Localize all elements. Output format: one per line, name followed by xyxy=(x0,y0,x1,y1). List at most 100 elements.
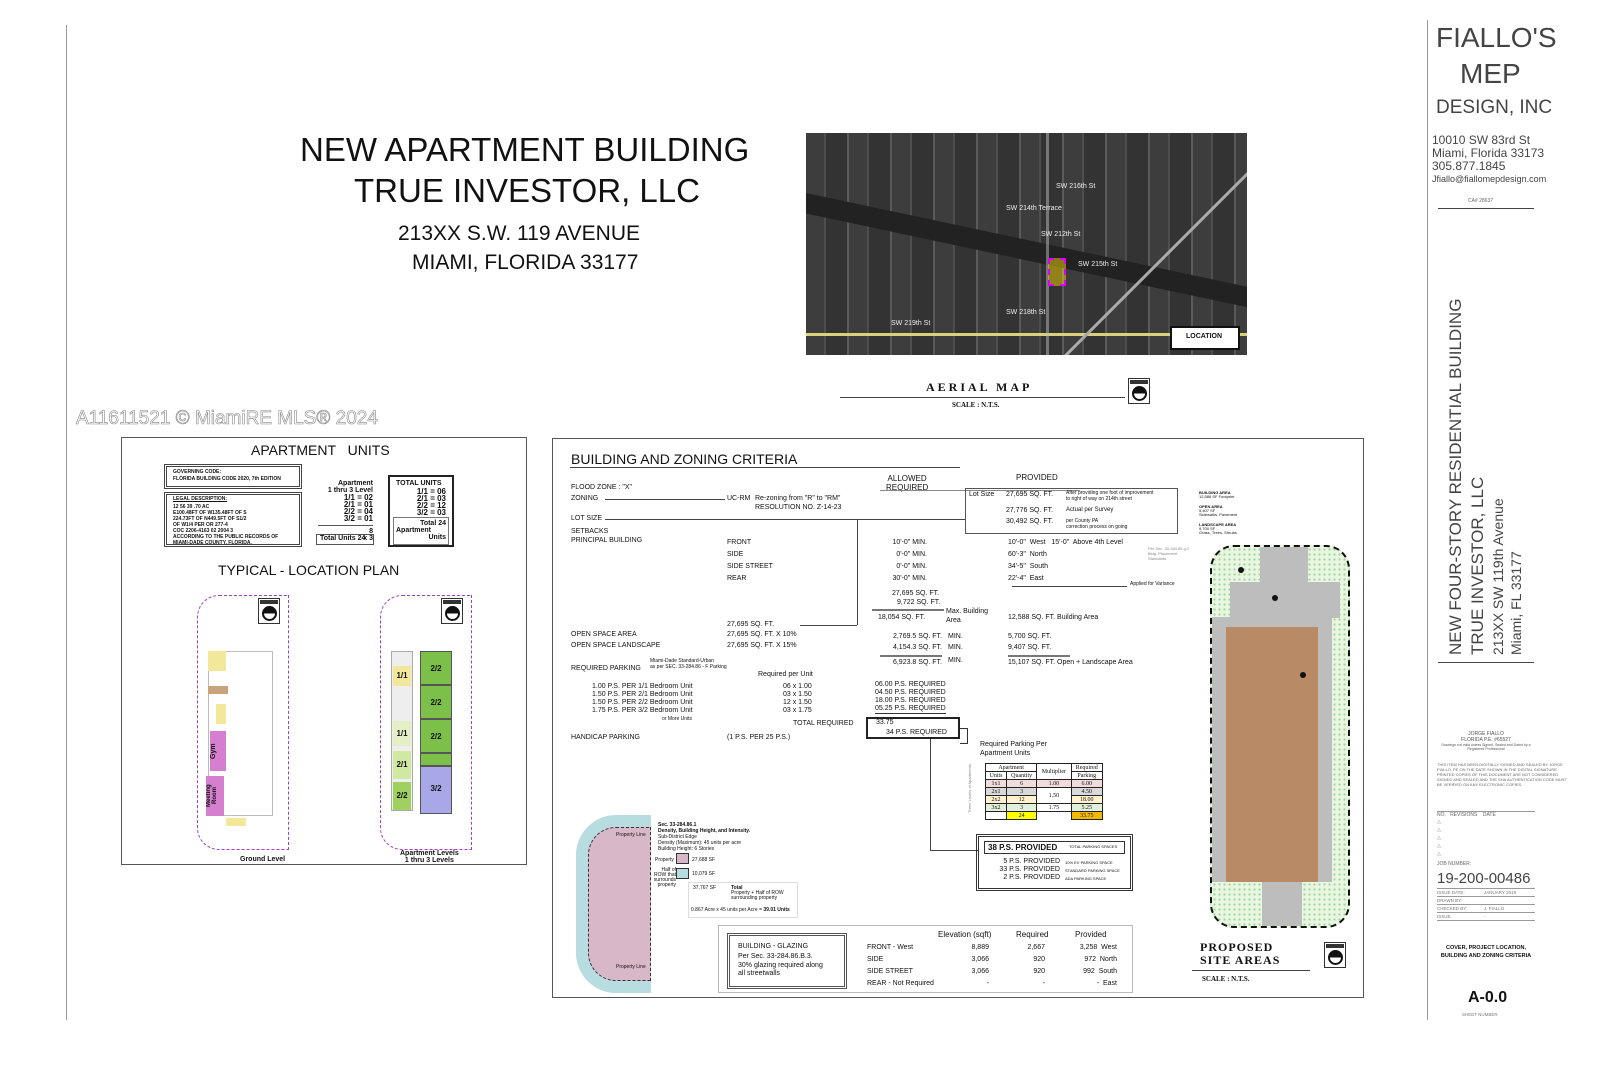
firm-name-2: MEP xyxy=(1460,58,1521,89)
principal-building-label: PRINCIPAL BUILDING xyxy=(571,537,643,544)
lot-size-label: LOT SIZE xyxy=(571,515,602,522)
parking-provided-box: 38 P.S. PROVIDED TOTAL PARKING SPACES 5 … xyxy=(976,834,1133,891)
divider xyxy=(880,490,1080,491)
north-arrow-icon xyxy=(258,598,280,624)
lot-size-box: Lot Size 27,695 SQ. FT. After providing … xyxy=(965,488,1178,534)
leader-line xyxy=(800,625,857,626)
gov-title: GOVERNING CODE: xyxy=(173,469,222,475)
street-label: SW 216th St xyxy=(1056,183,1096,190)
meeting-room: Meeting Room xyxy=(206,776,224,816)
signed-note: THIS ITEM HAS BEEN DIGITALLY SIGNED AND … xyxy=(1437,762,1567,787)
street-label: SW 212th St xyxy=(1041,231,1081,238)
street-label: SW 214th Terrace xyxy=(1006,205,1062,212)
sheet-number: A-0.0 xyxy=(1468,989,1508,1006)
leader-line xyxy=(1012,586,1127,587)
apartment-units-title: APARTMENT UNITS xyxy=(251,442,390,458)
flood-zone: FLOOD ZONE : "X" xyxy=(571,484,632,491)
min-labels: MIN.MIN.MIN. xyxy=(948,633,963,664)
north-arrow-icon xyxy=(1128,378,1150,404)
divider xyxy=(1438,662,1534,663)
aerial-scale: SCALE : N.T.S. xyxy=(952,401,1000,409)
required-per-unit-header: Required per Unit xyxy=(758,671,813,678)
criteria-title: BUILDING AND ZONING CRITERIA xyxy=(571,451,798,467)
provided-header: PROVIDED xyxy=(1016,473,1058,482)
row-value: 10,079 SF xyxy=(692,871,716,877)
open-space-landscape-label: OPEN SPACE LANDSCAPE xyxy=(571,642,661,649)
gym-room: Gym xyxy=(210,731,226,771)
street-label: SW 215th St xyxy=(1078,261,1118,268)
open-space-required: 2,769.5 SQ. FT.4,154.3 SQ. FT.6,923.8 SQ… xyxy=(880,631,942,668)
sheet-number-label: SHEET NUMBER xyxy=(1462,1012,1498,1017)
leader-line xyxy=(857,519,858,625)
open-space-area-label: OPEN SPACE AREA xyxy=(571,631,637,638)
divider xyxy=(1192,970,1310,971)
open-space-landscape-calc: 27,695 SQ. FT. X 15% xyxy=(727,642,797,649)
address-line-1: 213XX S.W. 119 AVENUE xyxy=(398,222,641,245)
firm-name: FIALLO'S xyxy=(1436,22,1557,53)
max-building-area: 18,054 SQ. FT. xyxy=(878,614,926,621)
project-info: NEW FOUR-STORY RESIDENTIAL BUILDING TRUE… xyxy=(1446,298,1524,655)
divider xyxy=(840,397,1125,398)
total-units-title: TOTAL UNITS xyxy=(396,480,442,487)
zoning-label: ZONING xyxy=(571,495,599,502)
ground-level-plan: Gym Meeting Room xyxy=(197,595,289,850)
total-required-label: TOTAL REQUIRED xyxy=(793,720,854,727)
apartment-units-panel xyxy=(121,437,527,865)
total-units-24: Total Units 24 xyxy=(316,534,374,545)
required-parking-label: REQUIRED PARKING xyxy=(571,665,641,672)
aerial-map-label: AERIAL MAP xyxy=(926,380,1033,394)
property-swatch xyxy=(676,853,689,864)
job-number: 19-200-00486 xyxy=(1437,870,1531,887)
divider xyxy=(570,467,960,468)
leader-line xyxy=(960,728,968,744)
open-space-area-calc: 27,695 SQ. FT. X 10% xyxy=(727,631,797,638)
job-number-label: JOB NUMBER: xyxy=(1437,861,1472,867)
aerial-map: SW 214th Terrace SW 212th St SW 216th St… xyxy=(806,133,1247,355)
north-arrow-icon xyxy=(1324,942,1346,968)
title-line-2: TRUE INVESTOR, LLC xyxy=(354,172,700,209)
leader-line xyxy=(930,850,978,851)
parking-provided-total: 38 P.S. PROVIDED xyxy=(988,843,1058,852)
property-legend: Property xyxy=(655,857,674,863)
handicap-parking-value: (1 P.S. PER 25 P.S.) xyxy=(727,734,791,741)
firm-name-3: DESIGN, INC xyxy=(1436,97,1553,118)
address-line-2: MIAMI, FLORIDA 33177 xyxy=(412,251,639,274)
legal-title: LEGAL DESCRIPTION: xyxy=(173,496,228,502)
row-legend: Half of ROW that surrounds property xyxy=(653,867,676,888)
variance-note: Applied for Variance xyxy=(1130,581,1175,587)
density-diagram: Property Line Property Line xyxy=(576,815,651,993)
gov-text: FLORIDA BUILDING CODE 2020, 7th EDITION xyxy=(173,476,281,482)
sheet-title: COVER, PROJECT LOCATION,BUILDING AND ZON… xyxy=(1440,945,1532,959)
building-footprint xyxy=(1226,627,1318,882)
title-line-1: NEW APARTMENT BUILDING xyxy=(300,131,750,168)
total-required-box: 33.75 34 P.S. REQUIRED xyxy=(866,717,960,739)
issue-info: ISSUE DATE:JANUARY 2019 DRAWN BY: CHECKE… xyxy=(1437,888,1535,921)
site-plan xyxy=(1210,545,1350,928)
setback-required: 10'-0" MIN.0'-0" MIN.0'-0" MIN.30'-0" MI… xyxy=(892,539,927,582)
resolution-note: RESOLUTION NO. Z-14-23 xyxy=(755,504,842,511)
setbacks-label: SETBACKS xyxy=(571,528,609,535)
titleblock-border xyxy=(1427,20,1428,1020)
sum-line xyxy=(872,609,944,611)
open-space-provided: 5,700 SQ. FT.9,407 SQ. FT.15,107 SQ. FT.… xyxy=(1008,633,1133,666)
building-area-provided: 12,588 SQ. FT. Building Area xyxy=(1008,614,1099,621)
